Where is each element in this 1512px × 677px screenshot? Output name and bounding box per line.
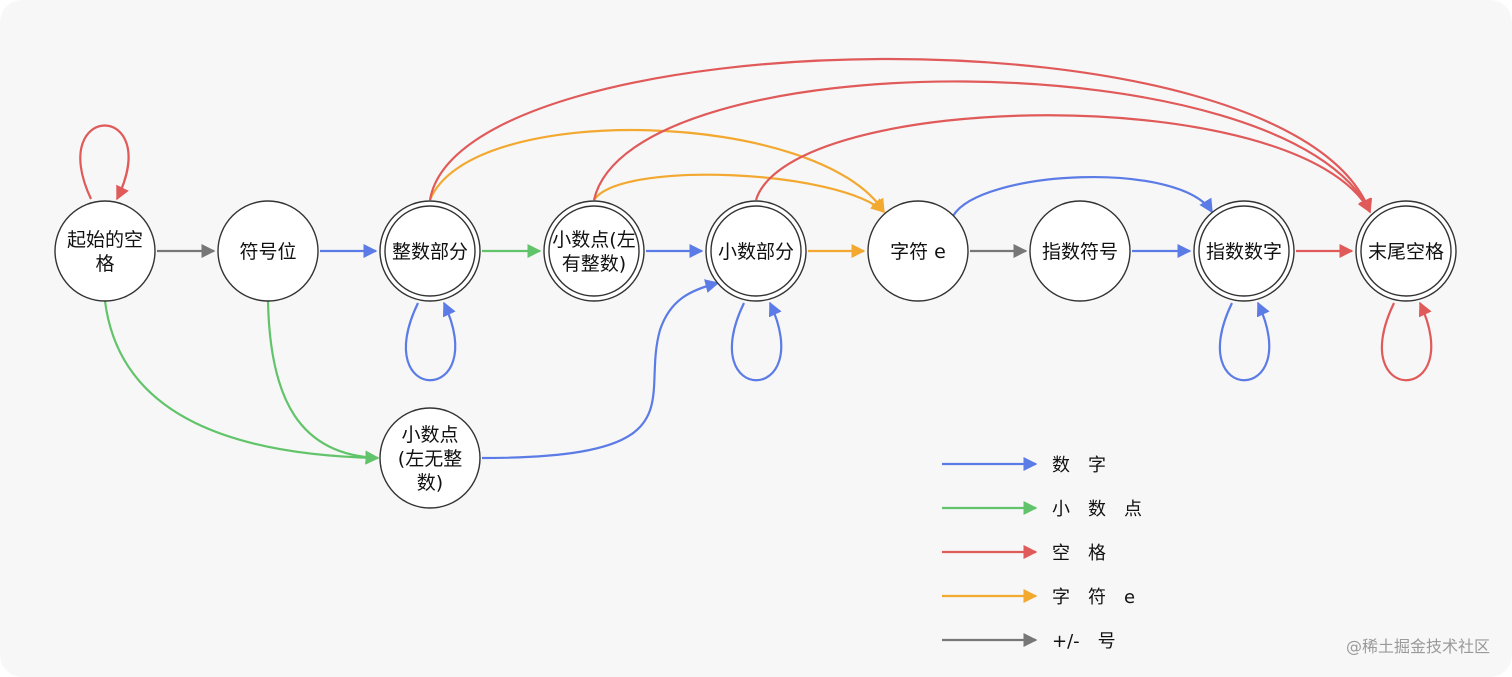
state-label: 小数部分 <box>718 241 794 263</box>
state-circle <box>1355 200 1457 302</box>
legend-label: 数 字 <box>1052 455 1106 476</box>
transition-dot_left_int-to-char_e <box>593 173 886 213</box>
transition-integer-to-char_e <box>428 128 885 214</box>
state-circle <box>1193 200 1295 302</box>
state-label: 数) <box>417 472 443 494</box>
state-circle <box>379 200 481 302</box>
transition-exp_digit-to-exp_digit <box>1218 301 1271 382</box>
state-circle <box>705 200 807 302</box>
state-circle <box>379 407 481 509</box>
state-label: 字符 e <box>890 241 946 263</box>
legend: 数 字小 数 点空 格字 符 e +/- 号 <box>942 455 1142 652</box>
state-circle <box>543 200 645 302</box>
legend-item-e: 字 符 e <box>942 587 1135 608</box>
transition-integer-to-integer <box>404 301 457 382</box>
transition-start_space-to-start_space <box>79 124 130 201</box>
legend-label: +/- 号 <box>1052 631 1116 652</box>
transition-start_space-to-dot_no_int <box>103 300 380 465</box>
footer-watermark: @稀土掘金技术社区 <box>1346 637 1490 656</box>
accepting-ring <box>710 205 802 297</box>
state-label: 整数部分 <box>392 241 468 263</box>
transition-end_space-to-end_space <box>1380 301 1433 382</box>
transition-integer-to-end_space <box>428 57 1373 214</box>
accepting-ring <box>1360 205 1452 297</box>
transition-char_e-to-exp_digit <box>952 176 1213 217</box>
state-label: 小数点 <box>401 424 458 446</box>
state-end_space: 末尾空格 <box>1355 200 1457 302</box>
transitions <box>79 57 1433 465</box>
state-label: (左无整 <box>398 448 462 470</box>
state-sign: 符号位 <box>217 200 319 302</box>
legend-label: 字 符 e <box>1052 587 1135 608</box>
transition-sign-to-dot_no_int <box>266 300 380 465</box>
state-circle <box>217 200 319 302</box>
state-label: 小数点(左 <box>552 229 635 251</box>
accepting-ring <box>1198 205 1290 297</box>
state-circle <box>867 200 969 302</box>
state-exp_digit: 指数数字 <box>1193 200 1295 302</box>
legend-label: 空 格 <box>1052 543 1106 564</box>
state-integer: 整数部分 <box>379 200 481 302</box>
state-fraction: 小数部分 <box>705 200 807 302</box>
transition-dot_no_int-to-fraction <box>481 279 720 460</box>
state-circle <box>1029 200 1131 302</box>
accepting-ring <box>548 205 640 297</box>
transition-fraction-to-end_space <box>754 114 1371 214</box>
state-label: 符号位 <box>239 241 296 263</box>
state-circle <box>54 200 156 302</box>
state-label: 末尾空格 <box>1368 241 1444 263</box>
legend-item-dot: 小 数 点 <box>942 499 1142 520</box>
state-label: 格 <box>95 253 114 275</box>
state-label: 指数数字 <box>1206 241 1282 263</box>
legend-item-space: 空 格 <box>942 543 1106 564</box>
state-label: 起始的空 <box>67 229 143 251</box>
transition-fraction-to-fraction <box>730 301 783 382</box>
legend-label: 小 数 点 <box>1052 499 1142 520</box>
state-label: 指数符号 <box>1042 241 1118 263</box>
state-label: 有整数) <box>562 253 626 275</box>
state-exp_sign: 指数符号 <box>1029 200 1131 302</box>
legend-item-digit: 数 字 <box>942 455 1106 476</box>
transition-dot_left_int-to-end_space <box>592 80 1371 214</box>
state-char_e: 字符 e <box>867 200 969 302</box>
accepting-ring <box>384 205 476 297</box>
legend-item-sign: +/- 号 <box>942 631 1116 652</box>
